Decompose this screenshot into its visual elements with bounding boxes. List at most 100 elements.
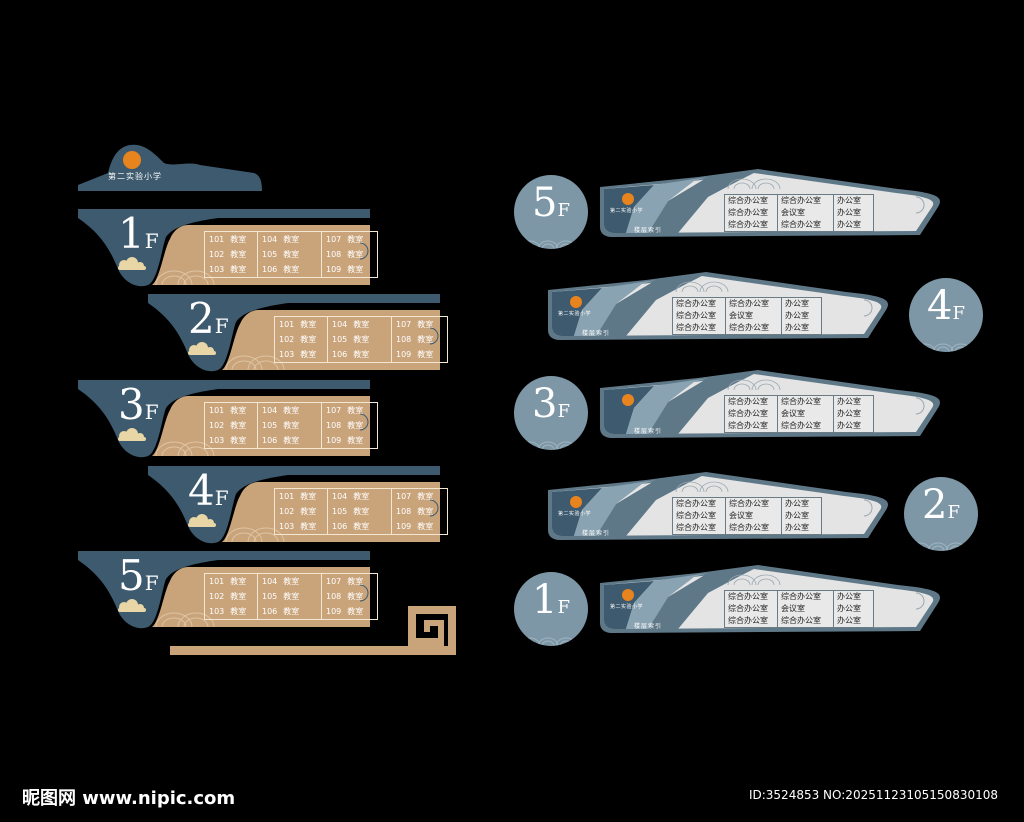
floor-number: 3 bbox=[118, 380, 145, 429]
wave-pattern-icon bbox=[519, 441, 577, 450]
office-entry: 综合办公室 bbox=[777, 219, 833, 231]
room-number: 102 bbox=[279, 507, 295, 516]
room-number: 108 bbox=[396, 507, 412, 516]
office-entry: 综合办公室 bbox=[728, 409, 768, 418]
room-entry: 108 教室 bbox=[391, 332, 447, 347]
room-number: 106 bbox=[332, 522, 348, 531]
right-floor-sign: 楼层索引综合办公室综合办公室办公室综合办公室会议室办公室综合办公室综合办公室办公… bbox=[598, 368, 948, 448]
floor-badge-label: 3F bbox=[514, 384, 588, 424]
floor-badge-circle: 2F bbox=[904, 477, 978, 551]
floor-number: 1 bbox=[118, 209, 145, 258]
floor-suffix: F bbox=[214, 314, 229, 338]
site-logo[interactable]: 昵图网 www.nipic.com bbox=[22, 788, 236, 809]
sun-logo-icon bbox=[123, 151, 141, 169]
office-entry: 办公室 bbox=[833, 195, 873, 207]
room-number: 103 bbox=[279, 522, 295, 531]
floor-badge-label: 5F bbox=[514, 183, 588, 223]
office-entry: 办公室 bbox=[781, 310, 821, 322]
room-label: 教室 bbox=[230, 250, 247, 259]
office-entry: 办公室 bbox=[781, 322, 821, 334]
room-number: 105 bbox=[262, 421, 278, 430]
sign-brand-name: 第二实验小学 bbox=[558, 511, 592, 517]
sun-logo-icon bbox=[570, 496, 582, 508]
floor-badge-label: 1F bbox=[514, 580, 588, 620]
floor-number-label: 2F bbox=[188, 298, 229, 340]
school-header-sign bbox=[78, 143, 262, 191]
room-label: 教室 bbox=[347, 436, 364, 445]
room-number: 106 bbox=[262, 607, 278, 616]
room-number: 106 bbox=[262, 436, 278, 445]
room-label: 教室 bbox=[300, 492, 317, 501]
office-entry: 综合办公室 bbox=[676, 511, 716, 520]
office-entry: 综合办公室 bbox=[728, 208, 768, 217]
sun-logo-icon bbox=[622, 589, 634, 601]
room-number: 101 bbox=[209, 235, 225, 244]
room-number: 102 bbox=[209, 592, 225, 601]
room-label: 教室 bbox=[417, 335, 434, 344]
office-entry: 会议室 bbox=[777, 408, 833, 420]
office-entry: 综合办公室 bbox=[728, 604, 768, 613]
room-number: 101 bbox=[279, 492, 295, 501]
room-label: 教室 bbox=[300, 522, 317, 531]
sun-logo-icon bbox=[570, 296, 582, 308]
room-label: 教室 bbox=[353, 492, 370, 501]
image-id-text: ID:3524853 NO:20251123105150830108 bbox=[748, 788, 998, 802]
room-number: 109 bbox=[326, 265, 342, 274]
room-entry: 104 教室 bbox=[327, 489, 391, 504]
room-number: 103 bbox=[279, 350, 295, 359]
room-number: 104 bbox=[332, 320, 348, 329]
room-number: 108 bbox=[396, 335, 412, 344]
office-entry: 综合办公室 bbox=[725, 498, 781, 510]
office-entry: 综合办公室 bbox=[777, 420, 833, 432]
room-number: 107 bbox=[396, 320, 412, 329]
floor-suffix: F bbox=[557, 401, 570, 422]
room-number: 109 bbox=[396, 522, 412, 531]
office-entry: 综合办公室 bbox=[676, 311, 716, 320]
room-label: 教室 bbox=[230, 436, 247, 445]
floor-badge-circle: 1F bbox=[514, 572, 588, 646]
room-label: 教室 bbox=[417, 492, 434, 501]
room-number: 103 bbox=[209, 607, 225, 616]
floor-number: 2 bbox=[188, 294, 215, 343]
floor-suffix: F bbox=[557, 200, 570, 221]
room-number: 105 bbox=[262, 592, 278, 601]
office-entry: 综合办公室 bbox=[725, 322, 781, 334]
floor-suffix: F bbox=[557, 597, 570, 618]
floor-number: 5 bbox=[532, 180, 558, 226]
floor-suffix: F bbox=[947, 502, 960, 523]
room-number: 104 bbox=[332, 492, 348, 501]
room-number: 106 bbox=[262, 265, 278, 274]
office-entry: 综合办公室 bbox=[728, 196, 768, 205]
office-entry: 综合办公室 bbox=[728, 592, 768, 601]
floor-suffix: F bbox=[952, 303, 965, 324]
floor-index-label: 楼层索引 bbox=[582, 330, 611, 337]
room-label: 教室 bbox=[347, 406, 364, 415]
office-entry: 综合办公室 bbox=[728, 220, 768, 229]
office-entry: 办公室 bbox=[781, 510, 821, 522]
right-floor-sign: 第二实验小学楼层索引综合办公室综合办公室办公室综合办公室会议室办公室综合办公室综… bbox=[598, 563, 948, 643]
room-number: 105 bbox=[332, 507, 348, 516]
office-entry: 办公室 bbox=[781, 298, 821, 310]
